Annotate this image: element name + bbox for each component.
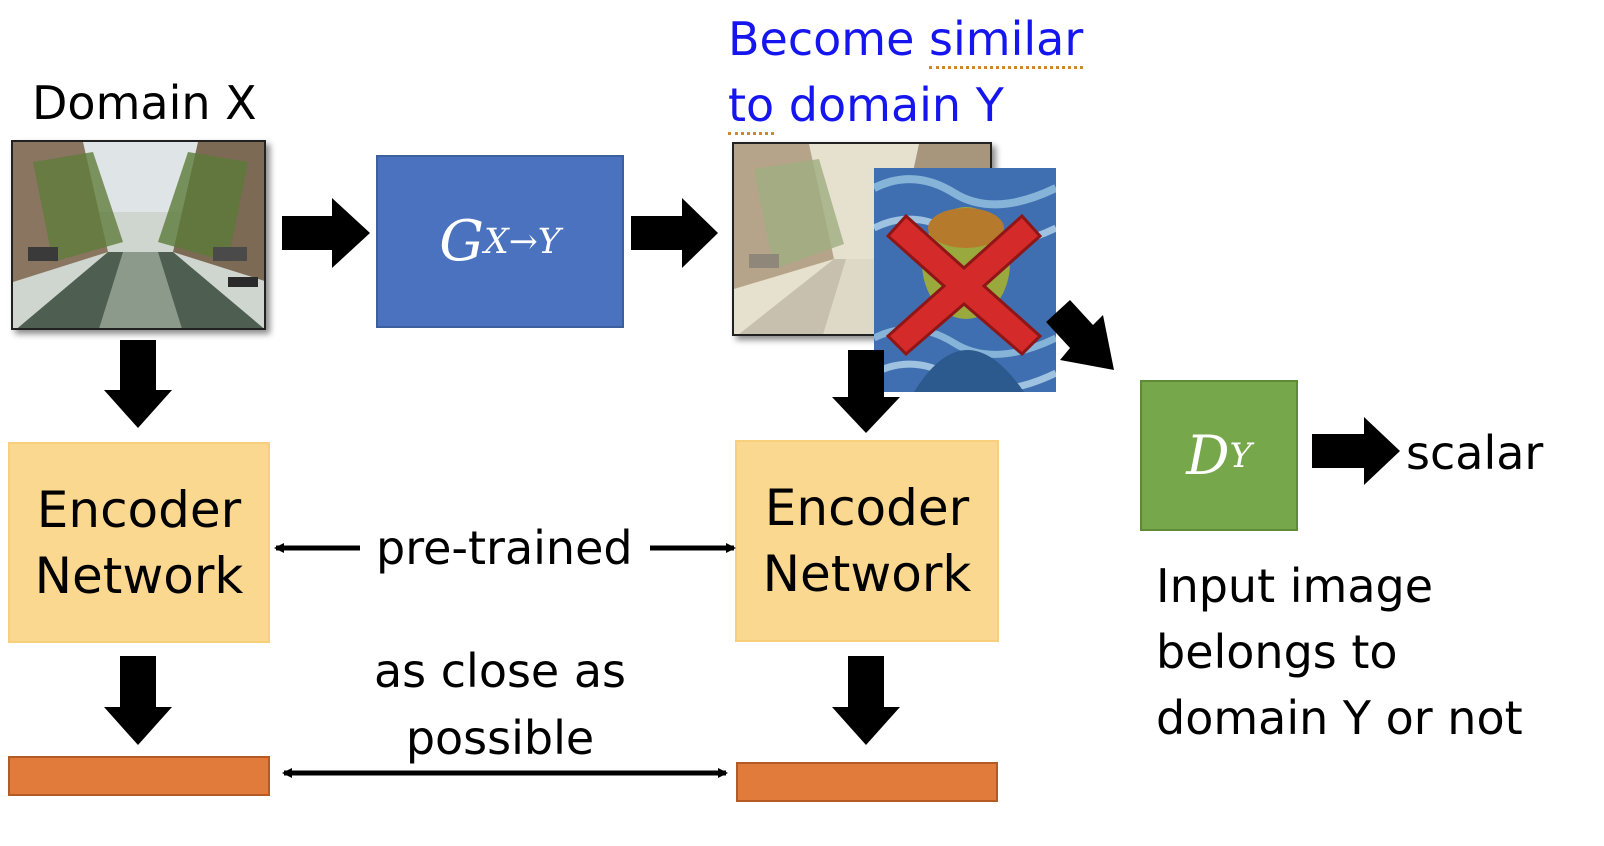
arrow-generator-to-output <box>631 198 718 268</box>
generator-symbol: G <box>439 209 484 274</box>
encoder-right-line1: Encoder <box>764 479 970 537</box>
annotation-text-underlined: to <box>728 78 775 135</box>
encoder-left-line2: Network <box>34 546 244 605</box>
arrow-output-to-discriminator <box>1046 300 1114 370</box>
encoder-right-line2: Network <box>762 545 972 603</box>
discriminator-subscript: Y <box>1229 436 1252 475</box>
feature-vector-left <box>8 756 270 796</box>
annotation-text-underlined: similar <box>929 12 1084 69</box>
annotation-text: Become <box>728 12 930 66</box>
annotation-line-2: to domain Y <box>728 78 1004 135</box>
close-label-line1: as close as <box>373 644 627 698</box>
arrow-photo-to-generator <box>282 198 370 268</box>
annotation-line-1: Become similar <box>728 12 1084 69</box>
arrow-photo-down <box>104 340 172 428</box>
close-label-line2: possible <box>405 711 595 765</box>
discriminator-symbol: D <box>1186 424 1230 487</box>
encoder-network-left: Encoder Network <box>8 442 270 643</box>
feature-vector-right <box>736 762 998 802</box>
pretrained-label: pre-trained <box>376 521 633 575</box>
encoder-network-right: Encoder Network <box>735 440 999 642</box>
generator-subscript: X→Y <box>484 221 561 262</box>
domain-x-label: Domain X <box>32 76 257 130</box>
arrow-encoder-left-down <box>104 656 172 745</box>
encoder-left-line1: Encoder <box>36 480 242 539</box>
arrow-encoder-right-down <box>832 656 900 745</box>
arrow-output-down <box>832 350 900 433</box>
disc-note-line1: Input image <box>1156 559 1434 613</box>
canal-photo <box>11 140 266 330</box>
arrow-scalar <box>1312 417 1400 485</box>
red-cross-icon <box>885 213 1043 357</box>
scalar-label: scalar <box>1406 426 1544 480</box>
canal-photo-image <box>13 142 264 328</box>
disc-note-line3: domain Y or not <box>1156 691 1523 745</box>
annotation-text: domain Y <box>774 78 1004 132</box>
disc-note-line2: belongs to <box>1156 625 1398 679</box>
